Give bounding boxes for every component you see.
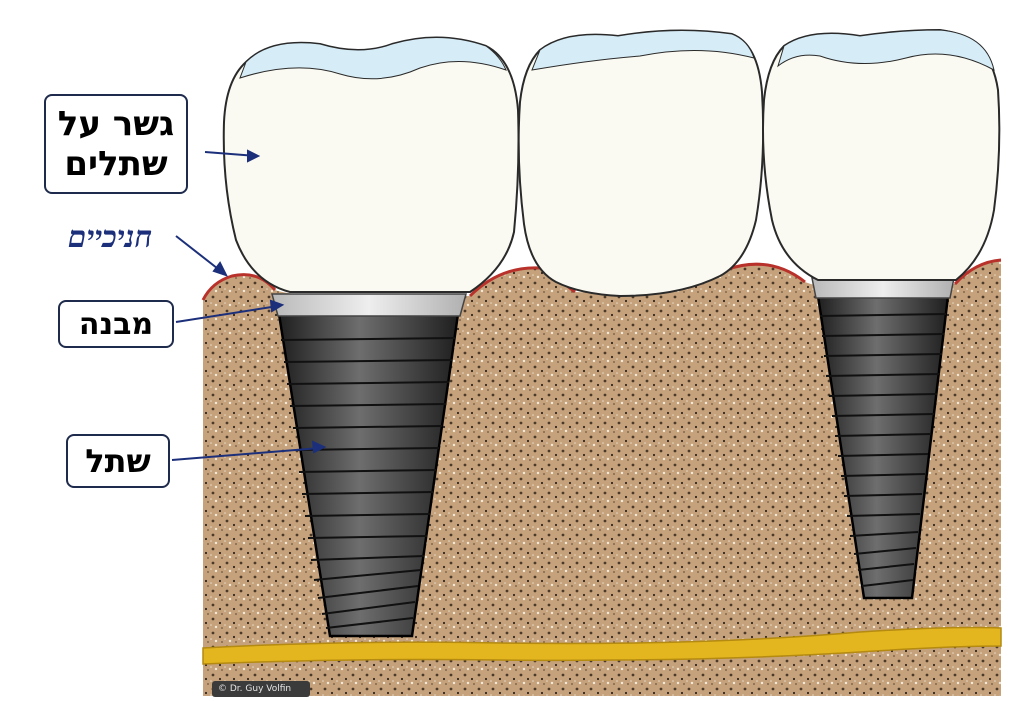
bridge-crowns xyxy=(222,28,1001,298)
label-gums: חניכיים xyxy=(67,220,153,255)
label-bridge-line2: שתלים xyxy=(64,144,168,184)
crown-right-enamel xyxy=(777,29,995,71)
crown-middle-enamel xyxy=(531,29,755,71)
label-bridge-on-implants: גשר על שתלים xyxy=(44,94,188,194)
arrow-bridge-head xyxy=(247,149,261,163)
implant-left xyxy=(277,312,460,638)
crown-right xyxy=(762,28,1001,281)
abutment-left xyxy=(271,293,467,317)
arrow-gums-head xyxy=(212,261,228,277)
arrow-gums xyxy=(175,235,223,273)
arrow-implant-head xyxy=(311,440,327,454)
label-abutment: מבנה xyxy=(58,300,174,348)
nerve-canal xyxy=(202,626,1002,665)
crown-middle xyxy=(517,29,765,298)
arrow-abutment xyxy=(175,305,279,323)
credit-watermark: © Dr. Guy Volfin xyxy=(212,681,310,697)
pointer-arrows xyxy=(171,149,327,461)
label-implant: שתל xyxy=(66,434,170,488)
arrow-implant xyxy=(171,447,321,461)
label-bridge-line1: גשר על xyxy=(57,104,175,144)
crown-left-enamel xyxy=(239,37,507,80)
arrow-abutment-head xyxy=(269,299,285,313)
